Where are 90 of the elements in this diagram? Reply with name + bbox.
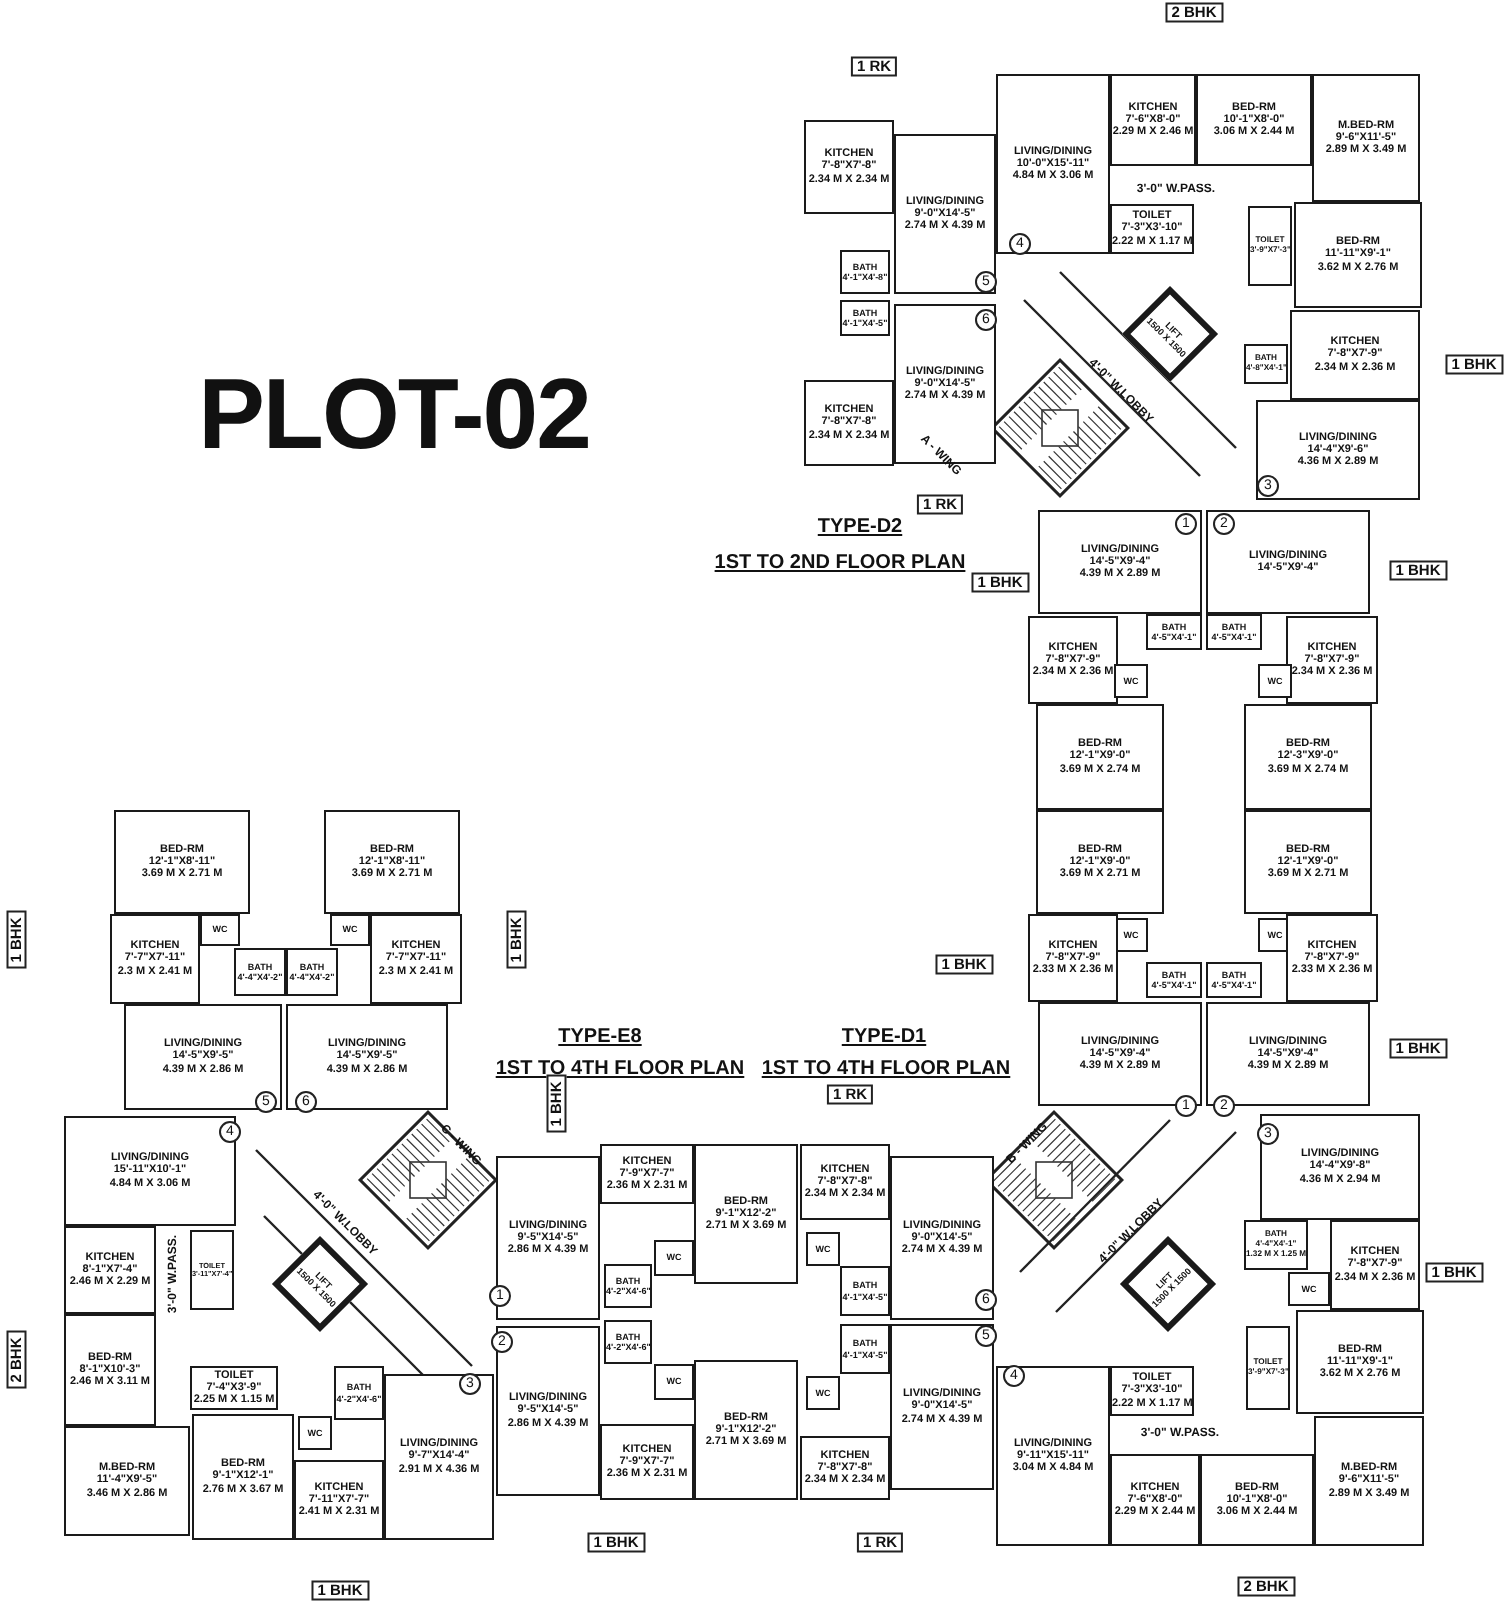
room [840, 250, 890, 294]
room [192, 1414, 294, 1540]
room [1246, 1326, 1290, 1410]
room [1244, 810, 1372, 914]
room [1110, 74, 1196, 166]
room [1200, 1454, 1314, 1546]
room [294, 1460, 384, 1540]
room [496, 1156, 600, 1320]
room [604, 1320, 652, 1364]
room [996, 74, 1110, 254]
room [234, 948, 286, 996]
room [1206, 1002, 1370, 1106]
plan-heading: 1ST TO 4TH FLOOR PLAN [495, 1060, 745, 1080]
room [1038, 1002, 1202, 1106]
room [1036, 810, 1164, 914]
room [806, 1232, 840, 1266]
room [604, 1264, 652, 1308]
room [1294, 202, 1422, 308]
room [654, 1240, 694, 1276]
room [298, 1416, 332, 1450]
room [1286, 914, 1378, 1002]
room [1244, 704, 1372, 810]
room [370, 914, 462, 1004]
room [1146, 614, 1202, 650]
room [64, 1226, 156, 1314]
room [694, 1144, 798, 1284]
room [1286, 616, 1378, 704]
room [1312, 74, 1420, 202]
room [1244, 344, 1288, 384]
room [110, 914, 200, 1004]
room [1256, 400, 1420, 500]
room [804, 380, 894, 466]
room [190, 1230, 234, 1310]
room [330, 914, 370, 946]
room [1036, 704, 1164, 810]
room [124, 1004, 282, 1110]
room [64, 1426, 190, 1536]
room [286, 948, 338, 996]
plan-heading: 1ST TO 4TH FLOOR PLAN [761, 1060, 1011, 1080]
room [996, 1366, 1110, 1546]
room [890, 1156, 994, 1320]
room [1296, 1310, 1424, 1414]
room [800, 1436, 890, 1500]
plan-heading: TYPE-E8 [558, 1028, 642, 1048]
room [190, 1366, 278, 1410]
room [1114, 664, 1148, 698]
room [894, 134, 996, 294]
room [1028, 616, 1118, 704]
room [496, 1326, 600, 1496]
room [200, 914, 240, 946]
room [334, 1366, 384, 1420]
room [1206, 614, 1262, 650]
room [1110, 1366, 1194, 1416]
room [1248, 206, 1292, 286]
room [1290, 310, 1420, 400]
room [1288, 1272, 1330, 1306]
room [804, 120, 894, 214]
room [1244, 1220, 1308, 1270]
plan-heading: TYPE-D1 [841, 1028, 927, 1048]
room [1260, 1114, 1420, 1220]
plot-title: PLOT-02 [198, 364, 590, 464]
room [840, 1266, 890, 1316]
room [694, 1360, 798, 1500]
room [1314, 1416, 1424, 1546]
room [800, 1144, 890, 1220]
room [840, 300, 890, 336]
room [840, 1324, 890, 1374]
room [806, 1376, 840, 1410]
room [1028, 914, 1118, 1002]
room [654, 1364, 694, 1400]
room [890, 1324, 994, 1490]
room [600, 1424, 694, 1500]
room [1146, 962, 1202, 998]
room [286, 1004, 448, 1110]
room [1110, 1454, 1200, 1546]
room [114, 810, 250, 914]
room [1258, 664, 1292, 698]
room [1330, 1220, 1420, 1310]
room [64, 1116, 236, 1226]
plan-heading: TYPE-D2 [817, 518, 903, 538]
room [600, 1144, 694, 1204]
room [1038, 510, 1202, 614]
plan-heading: 1ST TO 2ND FLOOR PLAN [714, 554, 966, 574]
room [1196, 74, 1312, 166]
room [384, 1374, 494, 1540]
room [324, 810, 460, 914]
room [1110, 204, 1194, 254]
room [1206, 962, 1262, 998]
room [64, 1314, 156, 1426]
room [1206, 510, 1370, 614]
